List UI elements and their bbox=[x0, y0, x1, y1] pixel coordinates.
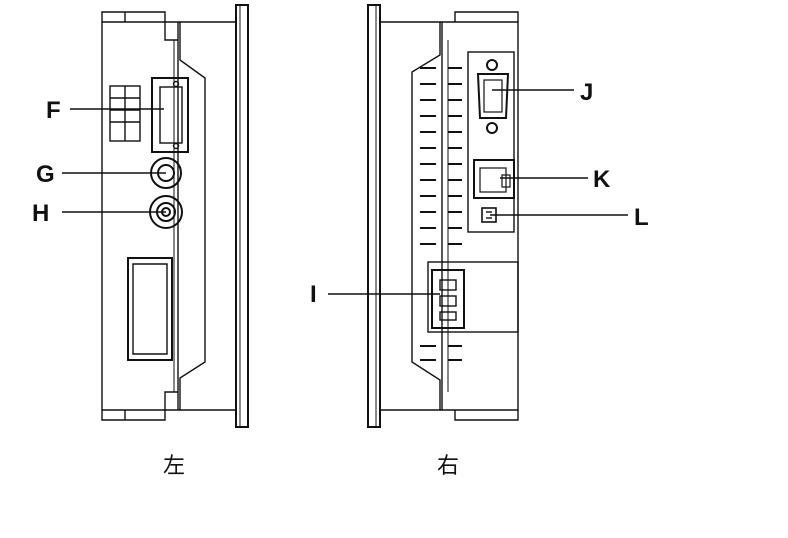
left-side-view bbox=[101, 4, 249, 428]
callout-k: K bbox=[593, 166, 611, 193]
callout-l: L bbox=[634, 204, 649, 231]
power-terminal-bay bbox=[427, 261, 519, 333]
caption-left: 左 bbox=[163, 454, 185, 479]
left-vent-block bbox=[109, 85, 141, 142]
right-connector-panel bbox=[467, 51, 515, 233]
leader-lines bbox=[62, 89, 628, 295]
power-terminal-i bbox=[431, 269, 465, 329]
callout-f: F bbox=[46, 97, 61, 124]
dsub-port-j bbox=[476, 59, 510, 134]
right-housing-outline bbox=[380, 21, 441, 411]
callout-h: H bbox=[32, 200, 49, 227]
left-housing-outline bbox=[179, 21, 236, 411]
left-lower-cutout bbox=[127, 257, 173, 361]
callout-g: G bbox=[36, 161, 55, 188]
caption-right: 右 bbox=[437, 454, 459, 479]
right-vent-slats bbox=[420, 67, 462, 361]
right-side-view bbox=[367, 4, 519, 428]
card-slot-f bbox=[151, 77, 189, 153]
callout-j: J bbox=[580, 79, 593, 106]
ethernet-port-k bbox=[473, 159, 515, 199]
callout-i: I bbox=[310, 281, 317, 308]
left-front-bezel bbox=[235, 4, 249, 428]
right-front-bezel bbox=[367, 4, 381, 428]
callout-labels: F G H I J K L bbox=[32, 79, 649, 308]
